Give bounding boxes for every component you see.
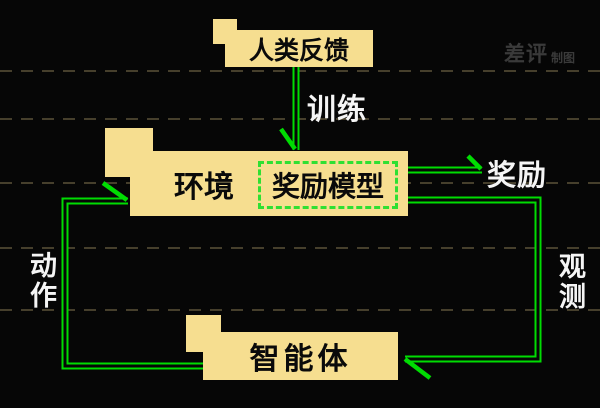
scanline xyxy=(0,309,600,311)
scanline xyxy=(0,247,600,249)
node-agent: 智能体 xyxy=(203,332,398,380)
watermark-brand: 差评 xyxy=(504,42,548,66)
node-human-feedback: 人类反馈 xyxy=(225,30,373,67)
edge-label-train: 训练 xyxy=(307,92,368,126)
arrow-action xyxy=(61,181,203,370)
scanline xyxy=(0,118,600,120)
node-agent-label: 智能体 xyxy=(249,342,352,377)
edge-label-reward: 奖励 xyxy=(487,158,548,192)
node-human-feedback-label: 人类反馈 xyxy=(248,35,349,65)
arrow-reward xyxy=(408,154,483,174)
node-environment: 环境 奖励模型 xyxy=(130,151,408,216)
watermark: 差评 制图 xyxy=(504,44,575,65)
node-reward-model: 奖励模型 xyxy=(258,161,398,209)
node-environment-label: 环境 xyxy=(174,169,234,205)
watermark-suffix: 制图 xyxy=(551,51,576,65)
edge-label-action: 动作 xyxy=(25,251,56,311)
edge-label-observation: 观测 xyxy=(554,252,585,312)
node-reward-model-label: 奖励模型 xyxy=(271,170,384,203)
arrow-observation xyxy=(403,196,542,380)
scanline xyxy=(0,70,600,72)
arrow-train xyxy=(279,67,300,151)
